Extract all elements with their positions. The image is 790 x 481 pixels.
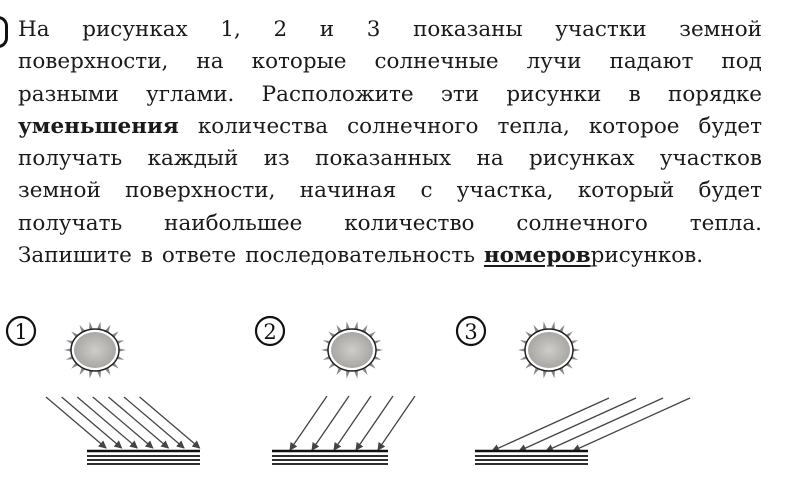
word: 1, [220,17,241,42]
sun-ray-arrow [545,397,664,452]
word: солнечные [374,49,499,75]
figure-number: 3 [464,320,477,344]
sun-ray-arrow [491,397,610,452]
word: солнечного [516,210,648,236]
sun-disc [528,332,570,368]
word: уменьшения [18,113,179,139]
word: рисунки [506,81,602,107]
sun-ray-arrow [377,395,416,451]
word: участки [555,17,647,42]
sun-ray-arrow [518,397,637,452]
figure-number-circle [455,315,487,347]
word: получать [18,210,123,236]
word: которые [251,49,347,75]
word: рисунках [82,17,188,42]
word: Расположите [261,81,414,107]
word: разными [18,81,119,107]
word: земной [18,178,101,204]
word: земной [679,17,762,42]
word: Запишите [18,243,132,269]
text-line: поверхности, на которые солнечные лучи падают… [18,46,762,78]
figure-number: 1 [14,320,27,344]
word: и [319,17,335,42]
sun-ray-arrow [76,396,138,449]
text-line: получать каждый из показанных на рисунках учас… [18,143,762,175]
word: количества [197,113,329,139]
sun-ray-arrow [289,395,328,451]
sun-ray-arrow [123,396,185,449]
word: под [721,49,762,75]
word: в [140,243,153,269]
sun-ray-arrow [572,397,691,452]
word: в [628,81,641,107]
text-line: получать наибольшее количество солнечного те… [18,208,762,240]
sun-ray-arrow [107,396,170,449]
word: участка, [456,178,554,204]
sun-disc [74,332,116,368]
sun-ray-arrow [355,395,394,451]
figure-number-circle [254,315,286,347]
word: тепла, [497,113,570,139]
question-text: На рисунках 1, 2 и 3 показаны участки земной пове… [18,14,762,272]
word: номеров [483,243,591,269]
word: рисунков. [590,243,704,269]
word: порядке [667,81,762,107]
word: будет [698,113,762,139]
word: участков [659,146,762,172]
word: из [263,146,290,172]
sun-ray-arrow [61,396,123,449]
word: углами. [146,81,235,107]
word: рисунках [529,146,635,172]
sun-ray-arrow [311,395,350,451]
sun-disc [331,332,373,368]
word: начиная [299,178,397,204]
word: эти [440,81,480,107]
sun-ray-arrow [333,395,372,451]
text-line: На рисунках 1, 2 и 3 показаны участки земной [18,14,762,46]
word: на [476,146,504,172]
word: поверхности, [18,49,169,75]
text-line: уменьшения количества солнечного тепла, кото… [18,111,762,143]
word: будет [698,178,762,204]
word: получать [18,146,123,172]
sun-ray-arrow [139,396,201,449]
word: с [420,178,433,204]
word: количество [344,210,475,236]
word: 2 [273,17,288,42]
word: На [18,17,50,42]
sun-ray-arrow [45,396,107,449]
word: лучи [526,49,582,75]
sun-ray-arrow [92,396,154,449]
word: поверхности, [125,178,276,204]
word: солнечного [347,113,479,139]
word: который [577,178,675,204]
word: показанных [315,146,452,172]
word: тепла. [689,210,762,236]
word: падают [609,49,694,75]
figure-number: 2 [263,320,276,344]
word: наибольшее [164,210,303,236]
word: на [196,49,224,75]
word: последовательность [245,243,475,269]
word: ответе [161,243,237,269]
word: 3 [366,17,381,42]
word: которое [588,113,680,139]
word: каждый [147,146,239,172]
figure-number-circle [5,315,37,347]
text-line: земной поверхности, начиная с участка, которы… [18,175,762,207]
word: показаны [413,17,523,42]
